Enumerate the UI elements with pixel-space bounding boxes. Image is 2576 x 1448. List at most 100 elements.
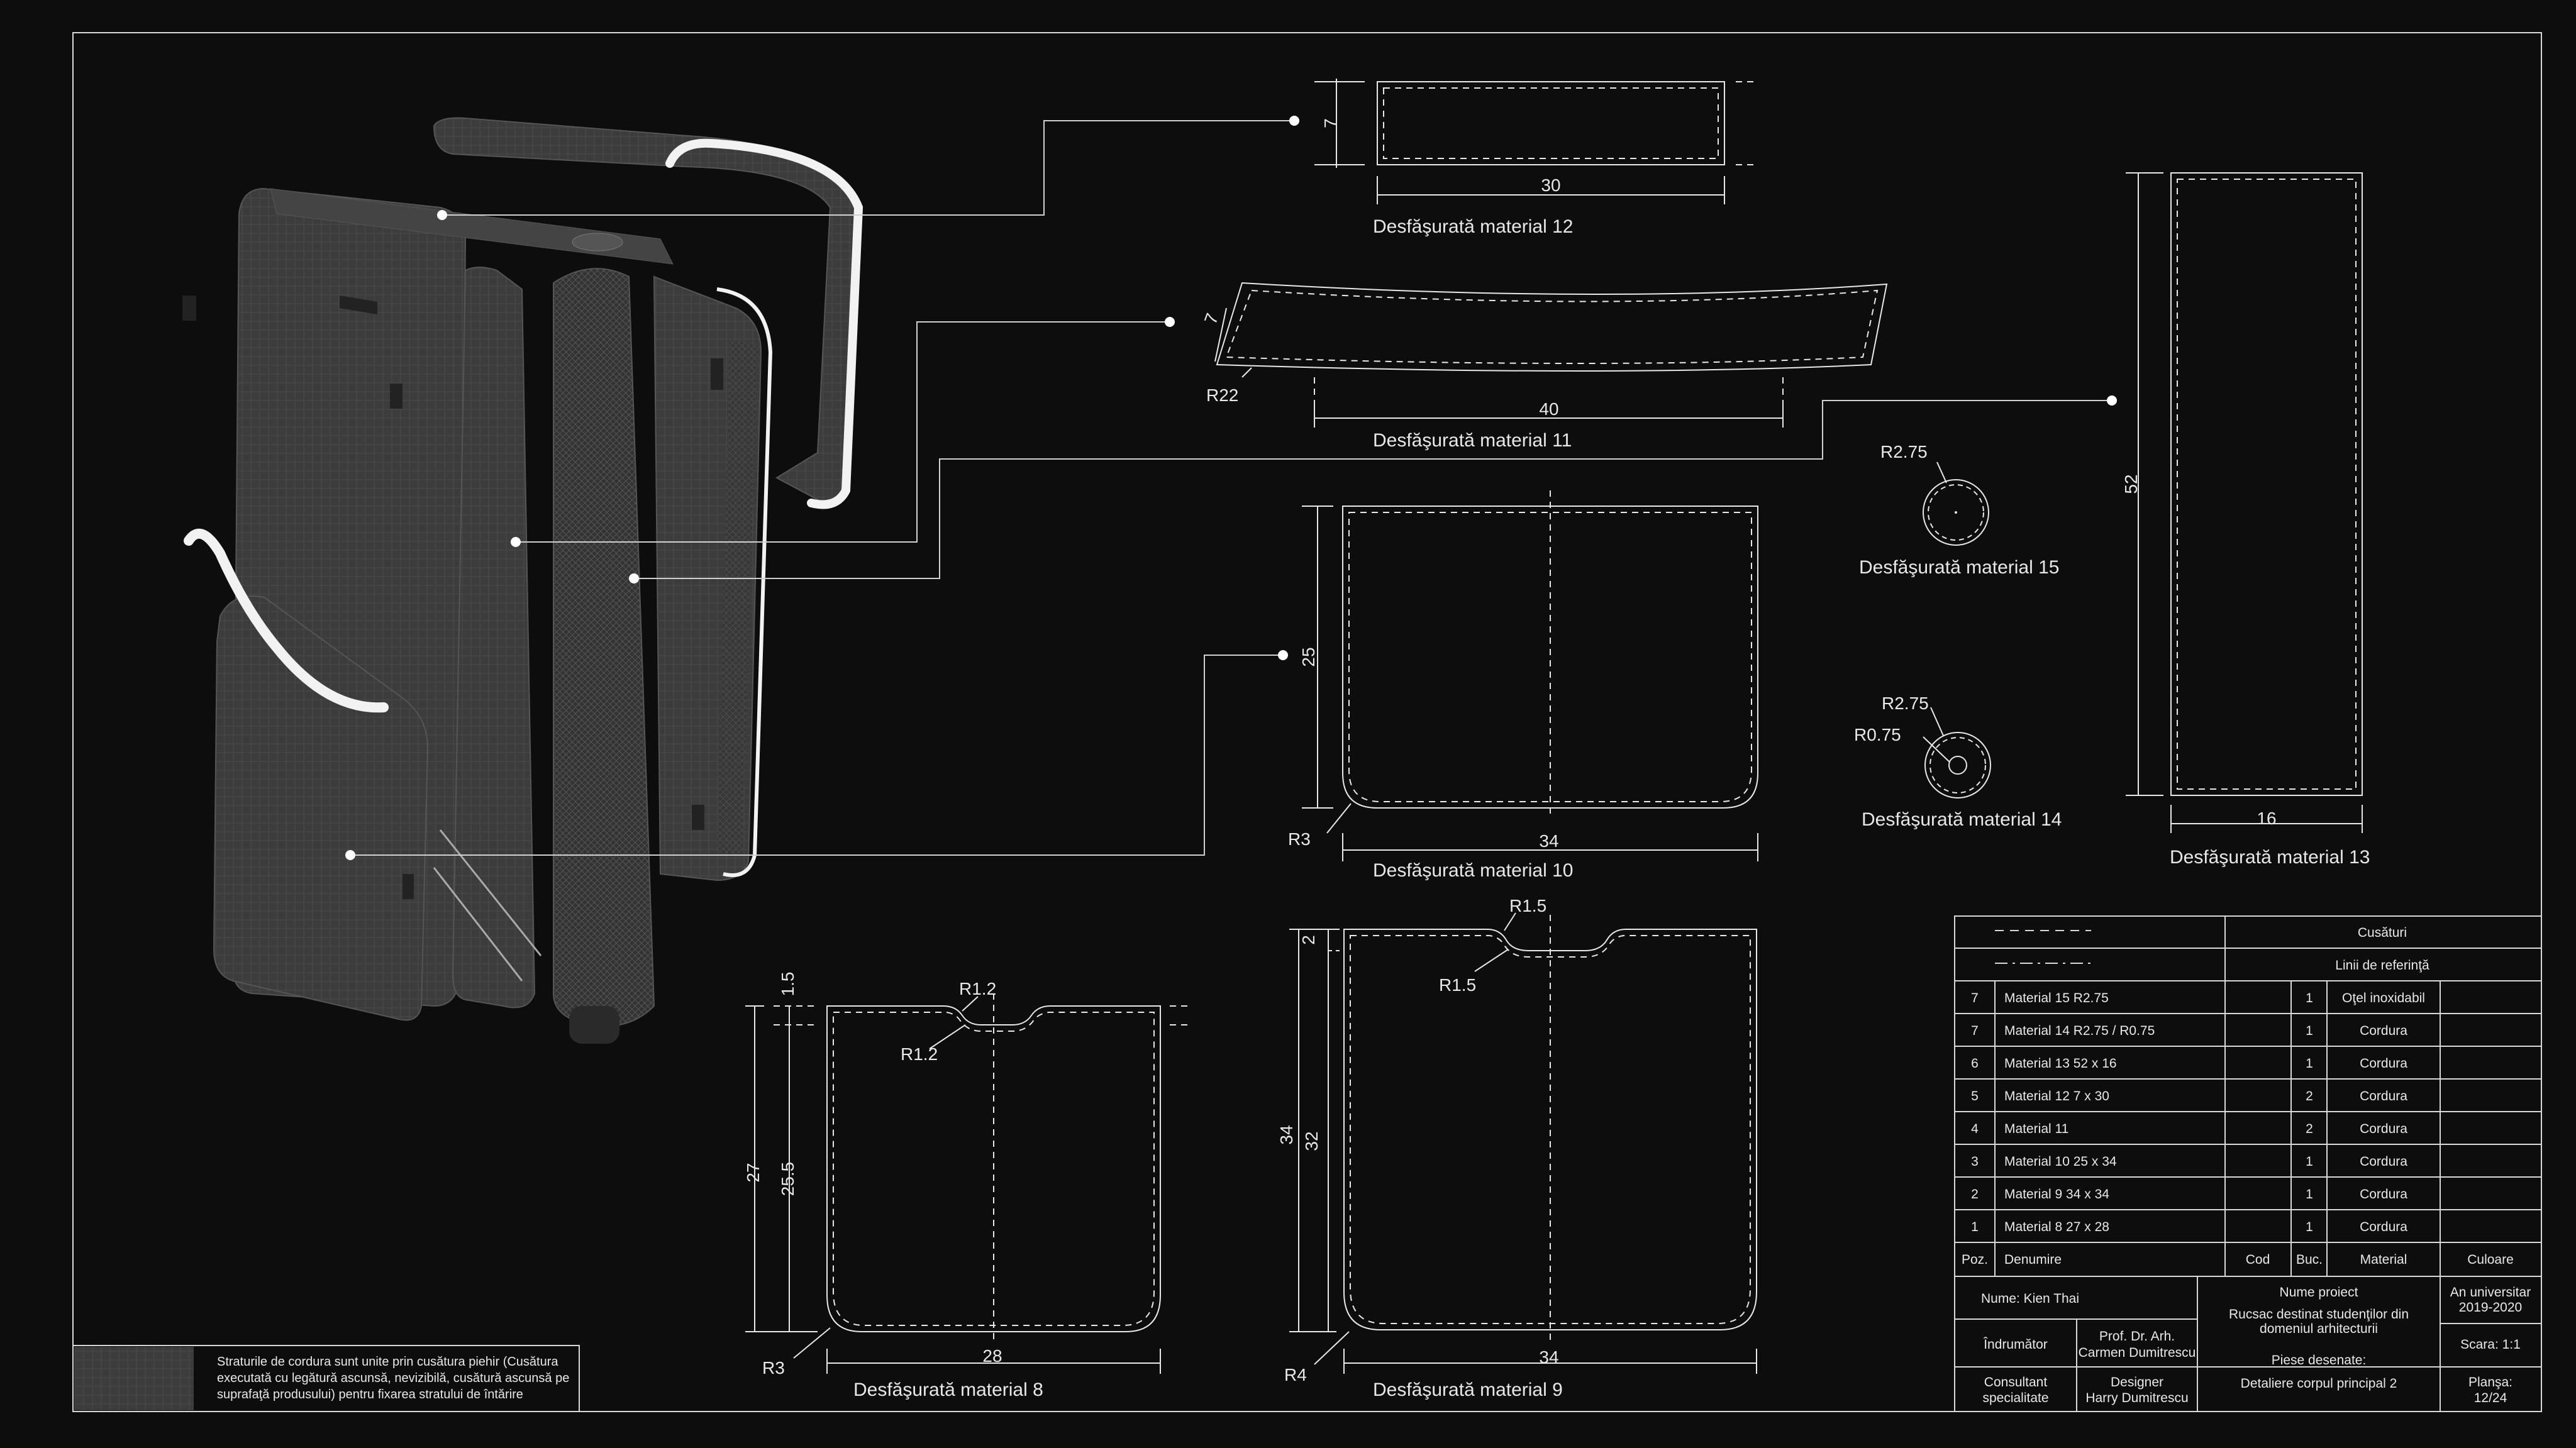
piece-material-14	[1923, 707, 1991, 799]
svg-text:Cod: Cod	[2246, 1252, 2270, 1267]
parts-table-material-cell: Cordura	[2360, 1089, 2407, 1103]
title-block-fields: Nume: Kien Thai Nume proiect Rucsac dest…	[1981, 1285, 2531, 1405]
svg-text:Planşa:: Planşa:	[2468, 1375, 2512, 1390]
dim-m12-height: 7	[1321, 118, 1340, 128]
svg-text:Buc.: Buc.	[2296, 1252, 2323, 1267]
title-material-15: Desfăşurată material 15	[1859, 557, 2060, 578]
svg-text:Prof. Dr. Arh.: Prof. Dr. Arh.	[2099, 1329, 2175, 1344]
svg-text:Material: Material	[2360, 1252, 2407, 1267]
svg-text:suprafaţă produsului) pentru f: suprafaţă produsului) pentru fixarea str…	[217, 1388, 523, 1401]
parts-table-name-cell: Material 12 7 x 30	[2004, 1089, 2109, 1103]
svg-text:executată cu legătură ascunsă,: executată cu legătură ascunsă, nevizibil…	[217, 1371, 569, 1385]
svg-text:Piese desenate:: Piese desenate:	[2272, 1353, 2367, 1368]
parts-table-qty-cell: 2	[2306, 1089, 2313, 1103]
svg-text:Designer: Designer	[2111, 1375, 2163, 1390]
dim-m11-width: 40	[1539, 399, 1558, 419]
svg-text:specialitate: specialitate	[1982, 1391, 2048, 1405]
parts-table-name-cell: Material 13 52 x 16	[2004, 1056, 2117, 1071]
parts-table-poz-cell: 4	[1971, 1122, 1979, 1136]
piece-material-13	[2126, 172, 2363, 833]
dim-m10-width: 34	[1539, 831, 1558, 851]
svg-text:Îndrumător: Îndrumător	[1983, 1337, 2048, 1352]
piece-material-12	[1314, 79, 1755, 204]
svg-text:Culoare: Culoare	[2467, 1252, 2514, 1267]
svg-text:An universitar: An universitar	[2450, 1285, 2531, 1300]
title-material-11: Desfăşurată material 11	[1373, 430, 1572, 451]
parts-table-qty-cell: 1	[2306, 1024, 2313, 1038]
title-material-14: Desfăşurată material 14	[1862, 809, 2062, 830]
title-block	[1954, 915, 2542, 1412]
title-material-10: Desfăşurată material 10	[1373, 860, 1574, 881]
title-material-8: Desfăşurată material 8	[853, 1379, 1043, 1400]
dim-m9-height: 34	[1277, 1125, 1296, 1144]
backpack-exploded-view	[182, 117, 863, 1044]
dim-m11-radius: R22	[1206, 385, 1238, 405]
piece-material-11	[1214, 282, 1888, 428]
dim-m8-width: 28	[982, 1346, 1002, 1366]
parts-table-name-cell: Material 11	[2004, 1122, 2068, 1136]
parts-table-name-cell: Material 8 27 x 28	[2004, 1220, 2109, 1234]
dim-m15-radius: R2.75	[1880, 442, 1928, 461]
svg-text:Poz.: Poz.	[1962, 1252, 1988, 1267]
parts-table-name-cell: Material 9 34 x 34	[2004, 1187, 2109, 1202]
parts-table-material-cell: Cordura	[2360, 1024, 2407, 1038]
dim-m9-radius-2: R1.5	[1439, 975, 1476, 995]
leader-lines	[350, 120, 2112, 856]
dim-m14-inner-radius: R0.75	[1854, 725, 1901, 744]
svg-text:Denumire: Denumire	[2004, 1252, 2062, 1267]
parts-table-material-cell: Cordura	[2360, 1154, 2407, 1169]
svg-text:12/24: 12/24	[2474, 1391, 2507, 1405]
svg-text:Harry Dumitrescu: Harry Dumitrescu	[2085, 1391, 2188, 1405]
svg-text:domeniul arhitecturii: domeniul arhitecturii	[2260, 1322, 2378, 1336]
dim-m10-height: 25	[1299, 647, 1318, 666]
parts-table-header: Poz. Denumire Cod Buc. Material Culoare	[1962, 1252, 2514, 1267]
parts-table-poz-cell: 1	[1971, 1220, 1979, 1234]
piece-material-10	[1302, 490, 1758, 861]
dim-m8-radius-1: R1.2	[959, 979, 996, 998]
svg-text:Rucsac destinat studenţilor di: Rucsac destinat studenţilor din	[2229, 1307, 2409, 1322]
title-material-9: Desfăşurată material 9	[1373, 1379, 1563, 1400]
svg-text:2019-2020: 2019-2020	[2459, 1300, 2522, 1315]
svg-text:Consultant: Consultant	[1984, 1375, 2048, 1390]
dim-m13-width: 16	[2257, 809, 2276, 828]
dim-m14-outer-radius: R2.75	[1882, 694, 1929, 713]
parts-table-material-cell: Cordura	[2360, 1220, 2407, 1234]
parts-table-qty-cell: 2	[2306, 1122, 2313, 1136]
legend-reference-label: Linii de referinţă	[2335, 958, 2429, 973]
svg-text:Nume proiect: Nume proiect	[2280, 1285, 2358, 1300]
parts-table-qty-cell: 1	[2306, 1220, 2313, 1234]
svg-text:Straturile de cordura sunt uni: Straturile de cordura sunt unite prin cu…	[217, 1355, 558, 1369]
parts-table-poz-cell: 7	[1971, 991, 1979, 1005]
piece-material-15	[1923, 461, 1989, 546]
dim-m10-radius: R3	[1288, 829, 1311, 849]
parts-table-poz-cell: 2	[1971, 1187, 1979, 1202]
parts-table-poz-cell: 7	[1971, 1024, 1979, 1038]
dim-m9-radius-1: R1.5	[1509, 896, 1546, 915]
svg-text:Nume: Kien Thai: Nume: Kien Thai	[1981, 1291, 2079, 1306]
parts-table-name-cell: Material 10 25 x 34	[2004, 1154, 2117, 1169]
parts-table-qty-cell: 1	[2306, 991, 2313, 1005]
svg-text:Detaliere corpul principal 2: Detaliere corpul principal 2	[2241, 1376, 2397, 1391]
title-material-12: Desfăşurată material 12	[1373, 216, 1574, 237]
sheet-frame	[72, 32, 2542, 1412]
dim-m8-radius: R3	[762, 1358, 785, 1378]
dim-m8-radius-2: R1.2	[901, 1044, 938, 1064]
parts-table-poz-cell: 3	[1971, 1154, 1979, 1169]
dim-m13-height: 52	[2121, 474, 2141, 494]
dim-m8-height: 27	[743, 1163, 763, 1182]
dim-m11-height: 7	[1201, 311, 1222, 326]
dim-m12-width: 30	[1541, 175, 1560, 195]
title-material-13: Desfăşurată material 13	[2170, 847, 2370, 868]
dim-m9-width: 34	[1539, 1347, 1558, 1367]
parts-table-qty-cell: 1	[2306, 1187, 2313, 1202]
dim-m8-inner-height: 25.5	[778, 1162, 797, 1197]
dim-m9-radius: R4	[1284, 1365, 1307, 1384]
piece-material-9	[1289, 912, 1757, 1374]
parts-table-material-cell: Cordura	[2360, 1122, 2407, 1136]
parts-table-qty-cell: 1	[2306, 1154, 2313, 1169]
parts-table-material-cell: Cordura	[2360, 1187, 2407, 1202]
dim-m9-inner-height: 32	[1302, 1131, 1321, 1151]
legend-seams-label: Cusături	[2358, 926, 2407, 940]
dim-m8-top: 1.5	[778, 972, 797, 997]
